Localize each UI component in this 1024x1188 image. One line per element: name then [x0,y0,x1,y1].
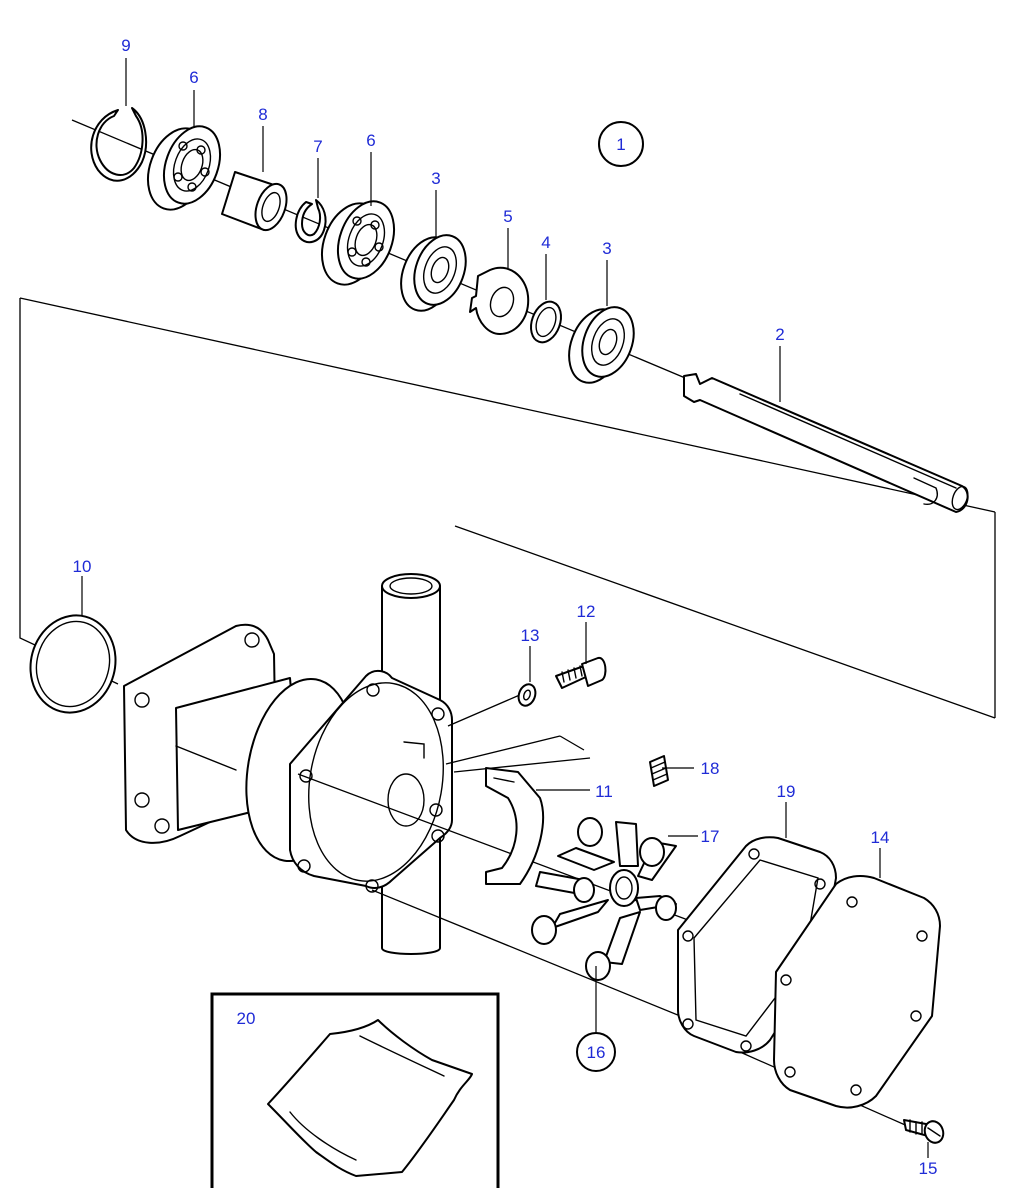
group-callout-circle [598,121,644,167]
group-frame [19,297,996,719]
set-screw-part-18 [649,755,669,787]
grease-kit-box [210,992,500,1188]
kit-callout-20: 20 [237,1009,256,1028]
callout-7: 7 [313,137,322,156]
callout-6-right: 6 [366,131,375,150]
callout-14: 14 [871,828,890,847]
bearing-part-3-upper [400,234,467,312]
callout-9: 9 [121,36,130,55]
cover-plate-part-14 [773,875,941,1109]
bearing-part-6-right [321,200,396,286]
circlip-part-9 [90,107,148,182]
spacer-sleeve-part-8 [221,171,288,232]
tab-washer-part-5 [469,266,530,335]
washer-part-13 [517,683,537,707]
seal-ring-part-4 [530,300,562,344]
bearing-part-6-left [147,125,222,211]
bearing-part-3-lower [568,306,635,384]
screw-part-12 [555,656,607,689]
callout-10: 10 [73,557,92,576]
callout-5: 5 [503,207,512,226]
o-ring-part-10 [29,614,117,714]
callout-6-left: 6 [189,68,198,87]
callout-2: 2 [775,325,784,344]
callout-16: 16 [587,1043,606,1062]
screw-part-15 [903,1119,945,1144]
impeller-part-16 [531,817,677,981]
callout-18: 18 [701,759,720,778]
callout-3-lower: 3 [602,239,611,258]
callout-15: 15 [919,1159,938,1178]
callout-13: 13 [521,626,540,645]
callout-11: 11 [595,782,613,801]
callout-labels: 1 9 6 8 7 6 3 5 4 3 2 10 13 12 18 11 17 … [73,36,938,1178]
callout-3-upper: 3 [431,169,440,188]
callout-17: 17 [701,827,720,846]
callout-4: 4 [541,233,550,252]
group-callout-label: 1 [616,135,625,154]
callout-19: 19 [777,782,796,801]
pump-housing [123,573,453,955]
callout-8: 8 [258,105,267,124]
retaining-ring-part-7 [294,199,327,244]
callout-16-circle [576,1032,616,1072]
cam-part-11 [485,767,544,885]
callout-12: 12 [577,602,596,621]
shaft-part-2 [683,373,969,513]
callout-leaders [81,58,929,1158]
